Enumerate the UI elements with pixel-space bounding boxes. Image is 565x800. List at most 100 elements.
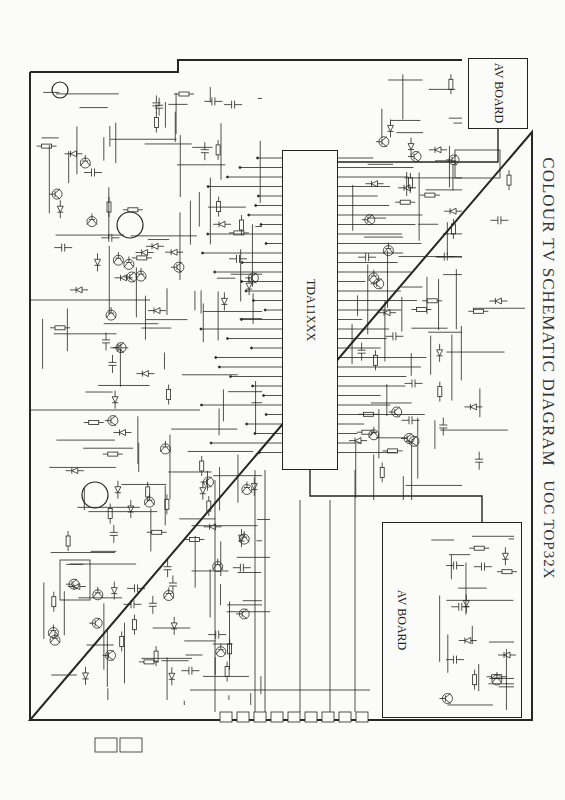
- component-symbol: [169, 576, 177, 594]
- wire: [449, 118, 462, 119]
- pin-dot: [254, 433, 256, 435]
- ic-pin: [246, 291, 282, 292]
- wire: [109, 126, 110, 147]
- ic-pin: [211, 443, 282, 444]
- wire: [184, 640, 215, 641]
- wire: [176, 93, 177, 134]
- component-symbol: [459, 638, 477, 644]
- pin-dot: [260, 224, 262, 226]
- component-symbol: [115, 481, 121, 499]
- component-symbol: [171, 262, 184, 272]
- component-symbol: [184, 538, 204, 542]
- wire: [78, 597, 122, 598]
- wire: [240, 318, 262, 319]
- component-symbol: [169, 667, 175, 685]
- component-symbol: [145, 494, 155, 507]
- wire: [352, 324, 353, 364]
- component-symbol: [120, 631, 124, 651]
- wire: [218, 291, 219, 340]
- component-symbol: [487, 675, 507, 679]
- ic-pin: [240, 167, 282, 168]
- wire: [54, 333, 117, 334]
- component-symbol: [80, 155, 90, 168]
- component-symbol: [146, 243, 164, 249]
- wire: [182, 374, 238, 375]
- wire: [228, 695, 229, 700]
- component-symbol: [139, 660, 159, 664]
- component-symbol: [225, 662, 229, 682]
- ic-pin: [202, 405, 283, 406]
- ic-pin: [338, 234, 402, 235]
- ic-pin: [258, 158, 283, 159]
- wire: [168, 471, 211, 472]
- component-symbol: [87, 214, 97, 227]
- component-symbol: [395, 200, 415, 204]
- component-symbol: [110, 525, 118, 543]
- component-symbol: [102, 332, 110, 350]
- wire: [255, 381, 256, 433]
- wire: [255, 470, 256, 712]
- wire: [67, 309, 68, 352]
- wire: [107, 688, 108, 700]
- component-symbol: [468, 309, 488, 313]
- wire: [42, 319, 43, 369]
- wire: [439, 596, 440, 662]
- circuit-art: [30, 60, 532, 752]
- wire: [124, 623, 125, 684]
- component-symbol: [239, 531, 249, 544]
- component-symbol: [437, 344, 443, 362]
- wire: [428, 332, 462, 333]
- component-symbol: [124, 600, 142, 608]
- connector-terminal: [271, 712, 283, 722]
- component-symbol: [383, 243, 393, 256]
- component-symbol: [200, 482, 206, 500]
- component-symbol: [57, 200, 63, 218]
- pin-dot: [257, 195, 259, 197]
- wire: [357, 295, 358, 315]
- ic-pin: [242, 281, 282, 282]
- component-symbol: [469, 546, 489, 550]
- ic-pin: [338, 158, 373, 159]
- wire: [451, 335, 452, 401]
- component-symbol: [103, 650, 116, 660]
- ic-pin: [338, 405, 390, 406]
- component-symbol: [213, 221, 231, 227]
- wire: [110, 139, 176, 140]
- component-symbol: [389, 407, 402, 417]
- wire: [77, 507, 140, 508]
- component-symbol: [444, 208, 462, 214]
- component-symbol: [489, 298, 507, 304]
- component-symbol: [229, 255, 247, 263]
- wire: [452, 164, 453, 191]
- wire: [210, 87, 211, 102]
- component-symbol: [420, 193, 440, 197]
- wire: [64, 591, 65, 635]
- ic-pin: [338, 186, 390, 187]
- component-symbol: [497, 570, 517, 574]
- component-symbol: [376, 137, 389, 147]
- connector-terminal: [237, 712, 249, 722]
- wire: [131, 235, 197, 236]
- transistor-symbol: [82, 482, 108, 508]
- ic-pin: [203, 253, 282, 254]
- wire: [391, 120, 421, 121]
- board-panel: AV BOARD: [468, 58, 528, 129]
- wire: [376, 437, 408, 438]
- component-symbol: [133, 615, 137, 635]
- component-symbol: [114, 430, 132, 436]
- pin-dot: [263, 395, 265, 397]
- wire: [195, 536, 196, 588]
- ic-pin: [251, 348, 282, 349]
- pin-dot: [246, 423, 248, 425]
- wire: [91, 551, 117, 552]
- wire: [145, 143, 192, 144]
- transistor-symbol: [117, 212, 143, 238]
- component-symbol: [388, 119, 394, 137]
- ic-pin: [247, 424, 282, 425]
- ic-pin: [261, 224, 282, 225]
- component-symbol: [148, 308, 166, 314]
- component-symbol: [37, 144, 57, 148]
- component-symbol: [165, 249, 183, 255]
- wire: [142, 328, 172, 329]
